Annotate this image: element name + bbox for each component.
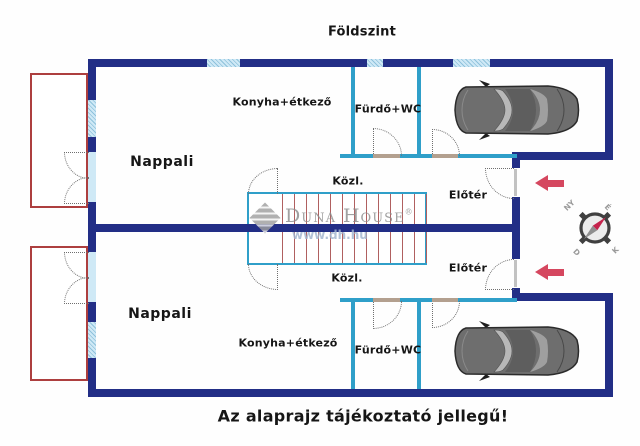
room-label-kitchen-bottom: Konyha+étkező bbox=[238, 336, 338, 350]
bath-door-leaf-top bbox=[373, 154, 400, 158]
wall-entry-seg bbox=[512, 288, 520, 301]
terrace-top bbox=[30, 73, 88, 208]
room-label-hall-top: Közl. bbox=[332, 174, 364, 188]
bath-door-arc-top bbox=[373, 128, 402, 156]
partition-bath-right-bottom bbox=[417, 302, 421, 389]
partition-seg bbox=[458, 154, 517, 158]
watermark-brand: Duna House® bbox=[285, 205, 414, 227]
wall-north bbox=[88, 59, 613, 67]
room-label-foyer-top: Előtér bbox=[448, 188, 488, 202]
wall-west-seg bbox=[88, 137, 96, 152]
partition-seg bbox=[458, 298, 517, 302]
partition-corridor-top bbox=[340, 154, 517, 158]
stairs-door-arc-bottom bbox=[248, 264, 278, 290]
partition-seg bbox=[340, 298, 373, 302]
wall-west-seg bbox=[88, 358, 96, 397]
room-label-bath-bottom: Fürdő+WC bbox=[354, 343, 422, 357]
watermark-url: www.dh.hu bbox=[292, 228, 368, 242]
partition-seg bbox=[340, 154, 373, 158]
watermark: Duna House® www.dh.hu bbox=[248, 202, 468, 246]
registered-mark: ® bbox=[404, 207, 414, 217]
entry-door-arc-top bbox=[485, 168, 514, 199]
entry-door-leaf-bottom bbox=[514, 260, 517, 287]
partition-bath-left-bottom bbox=[351, 302, 355, 389]
car-top-garage bbox=[454, 80, 580, 140]
compass-south-label: D bbox=[571, 247, 582, 258]
entry-door-leaf-top bbox=[514, 169, 517, 196]
window-west-bottom bbox=[88, 322, 96, 358]
window-north-1 bbox=[207, 59, 240, 67]
room-label-kitchen-top: Konyha+étkező bbox=[232, 95, 332, 109]
window-west-top bbox=[88, 100, 96, 137]
room-label-living-top: Nappali bbox=[130, 154, 194, 170]
duna-house-logo-icon bbox=[249, 202, 281, 234]
wall-south bbox=[88, 389, 613, 397]
compass-icon: NY É D K bbox=[562, 198, 621, 258]
entry-door-arc-bottom bbox=[485, 259, 514, 290]
entry-arrow-icon-bottom bbox=[535, 264, 548, 280]
partition-seg bbox=[400, 154, 432, 158]
room-label-foyer-bottom: Előtér bbox=[448, 261, 488, 275]
wall-entry-seg bbox=[512, 152, 520, 168]
wall-entry-step-top bbox=[512, 152, 613, 160]
room-label-hall-bottom: Közl. bbox=[331, 271, 363, 285]
window-north-2 bbox=[367, 59, 383, 67]
partition-corridor-bottom bbox=[340, 298, 517, 302]
wall-east-bottom bbox=[605, 293, 613, 397]
garage-door-leaf-bottom bbox=[432, 298, 458, 302]
compass-east-label: K bbox=[610, 244, 621, 255]
bath-door-leaf-bottom bbox=[373, 298, 400, 302]
compass-north-label: É bbox=[603, 202, 613, 212]
partition-bath-right-top bbox=[417, 67, 421, 154]
room-label-bath-top: Fürdő+WC bbox=[354, 102, 422, 116]
terrace-door-glass-bottom bbox=[88, 252, 96, 302]
terrace-door-glass-top bbox=[88, 152, 96, 202]
room-label-living-bottom: Nappali bbox=[128, 306, 192, 322]
wall-east-top bbox=[605, 59, 613, 160]
wall-west-seg bbox=[88, 59, 96, 100]
partition-bath-left-top bbox=[351, 67, 355, 154]
wall-west-seg bbox=[88, 302, 96, 322]
entry-arrow-icon-top bbox=[535, 175, 548, 191]
entry-arrow-shaft-top bbox=[547, 180, 564, 187]
compass-west-label: NY bbox=[562, 198, 577, 213]
car-bottom-garage bbox=[454, 321, 580, 381]
garage-door-leaf-top bbox=[432, 154, 458, 158]
page-title: Földszint bbox=[327, 24, 397, 40]
window-north-garage bbox=[453, 59, 490, 67]
partition-seg bbox=[400, 298, 432, 302]
bath-door-arc-bottom bbox=[373, 301, 402, 329]
wall-party bbox=[88, 224, 520, 232]
wall-entry-step-bottom bbox=[512, 293, 613, 301]
disclaimer-text: Az alaprajz tájékoztató jellegű! bbox=[217, 406, 509, 426]
stairs-door-arc-top bbox=[248, 168, 278, 194]
entry-arrow-shaft-bottom bbox=[547, 269, 564, 276]
